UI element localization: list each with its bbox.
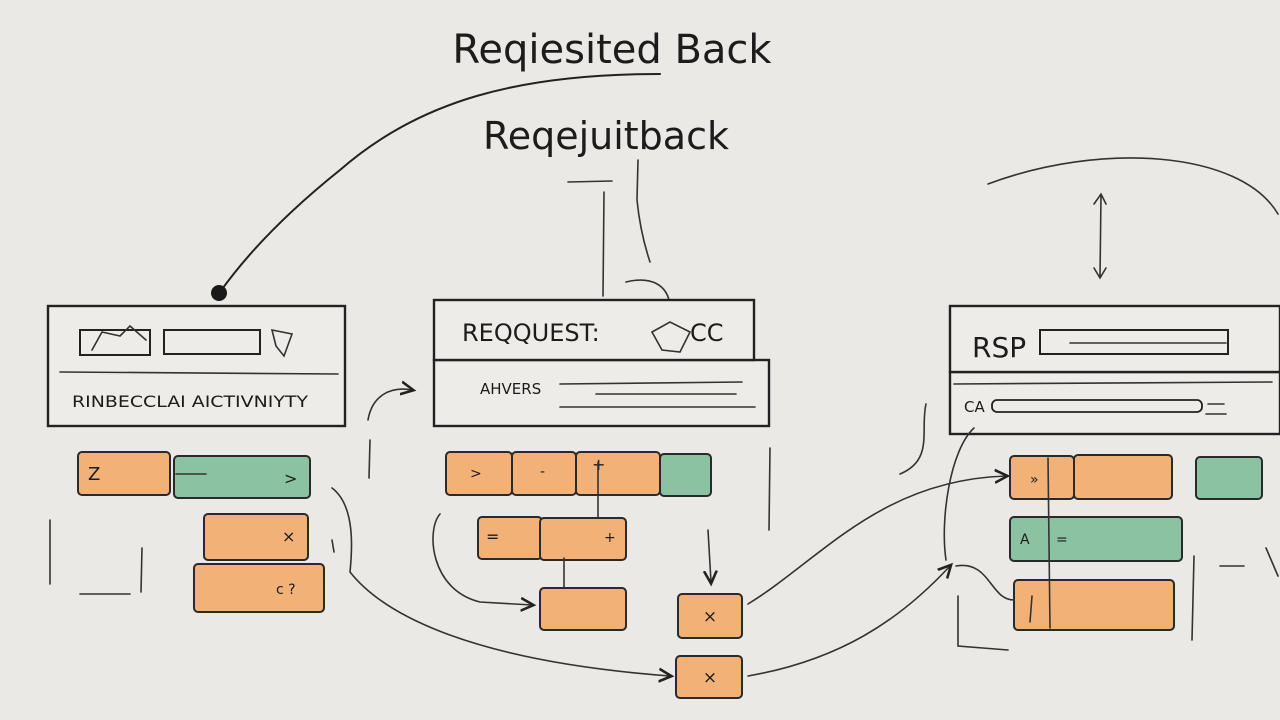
left-side-tick [368, 439, 371, 479]
left-block-label: Z [88, 464, 100, 485]
middle-panel-icon [650, 321, 692, 353]
title-to-left-connector [219, 73, 661, 293]
right-loop [955, 564, 1015, 601]
middle-left-loop [432, 513, 532, 605]
left-panel[interactable]: RINBECCLAI AICTIVNIYTY [46, 304, 347, 428]
left-to-middle-arrow [367, 389, 412, 421]
right-panel-divider [953, 381, 1273, 385]
left-panel-field[interactable] [163, 329, 261, 355]
right-panel[interactable]: RSP CA [948, 304, 1280, 436]
diagram-subtitle: Reqejuitback [483, 114, 729, 158]
middle-panel-header: REQQUEST: [462, 319, 600, 347]
left-mid-tick [331, 539, 335, 553]
left-panel-scribble [91, 324, 147, 351]
middle-right-line [768, 447, 771, 531]
middle-row2-b-label: + [604, 530, 616, 546]
right-block-row[interactable]: » [1009, 454, 1263, 500]
middle-block-row-2[interactable]: = + [477, 516, 627, 561]
subtitle-squiggle [636, 159, 651, 263]
middle-panel-line-a [559, 381, 743, 385]
subtitle-underline [567, 180, 613, 183]
x-block-top-label: × [703, 607, 717, 627]
right-vertical-lines [1029, 457, 1051, 629]
left-block-mid-mark: × [282, 527, 295, 546]
x-block-bottom-label: × [703, 668, 717, 688]
diagram-title: Reqiesited Back [452, 27, 772, 73]
middle-row2-a-label: = [486, 527, 499, 546]
left-panel-footer: RINBECCLAI AICTIVNIYTY [72, 392, 308, 411]
right-green-b-label: = [1056, 532, 1068, 548]
right-green-row[interactable]: A = [1009, 516, 1183, 562]
right-block-a-label: » [1030, 472, 1039, 488]
left-panel-icon [270, 328, 294, 358]
right-top-arc [987, 157, 1279, 215]
right-side-lines [957, 547, 1279, 651]
left-block-bottom[interactable]: c ? [193, 563, 325, 613]
right-panel-field[interactable] [1039, 329, 1229, 355]
left-bracket [49, 519, 143, 595]
middle-panel-row-label: AHVERS [480, 380, 541, 398]
left-panel-divider [59, 371, 339, 375]
right-double-arrow [1093, 192, 1107, 280]
right-left-brace [899, 403, 927, 475]
connector-dot [211, 285, 227, 301]
x-block-bottom[interactable]: × [675, 655, 743, 699]
middle-panel-header-suffix: CC [690, 319, 724, 347]
right-green-a-label: A [1020, 532, 1030, 548]
middle-block-row[interactable]: > - + [445, 451, 712, 497]
right-bottom-block[interactable] [1013, 579, 1175, 631]
left-block-row[interactable]: Z > [77, 451, 311, 499]
left-block-bottom-mark: c ? [276, 582, 296, 598]
left-panel-box-a [79, 329, 151, 356]
middle-block-bottom[interactable] [539, 587, 627, 631]
middle-block-b-label: - [540, 464, 545, 480]
right-panel-header: RSP [972, 331, 1026, 364]
x-block-top[interactable]: × [677, 593, 743, 639]
subtitle-drop-line [602, 191, 605, 297]
left-block-arrow: > [284, 469, 297, 488]
right-panel-row-label: CA [964, 398, 985, 416]
middle-block-a-label: > [470, 466, 482, 482]
middle-panel[interactable]: REQQUEST: CC AHVERS [432, 298, 771, 428]
right-panel-input-icon [1205, 403, 1227, 415]
right-entry-line [943, 427, 975, 561]
left-to-x-bottom-curve [331, 487, 670, 676]
middle-to-x-arrow [708, 529, 711, 582]
left-block-mid[interactable]: × [203, 513, 309, 561]
x-bottom-to-right-curve [747, 566, 950, 677]
right-panel-input[interactable] [991, 399, 1203, 413]
x-top-to-right-curve [747, 476, 1006, 605]
